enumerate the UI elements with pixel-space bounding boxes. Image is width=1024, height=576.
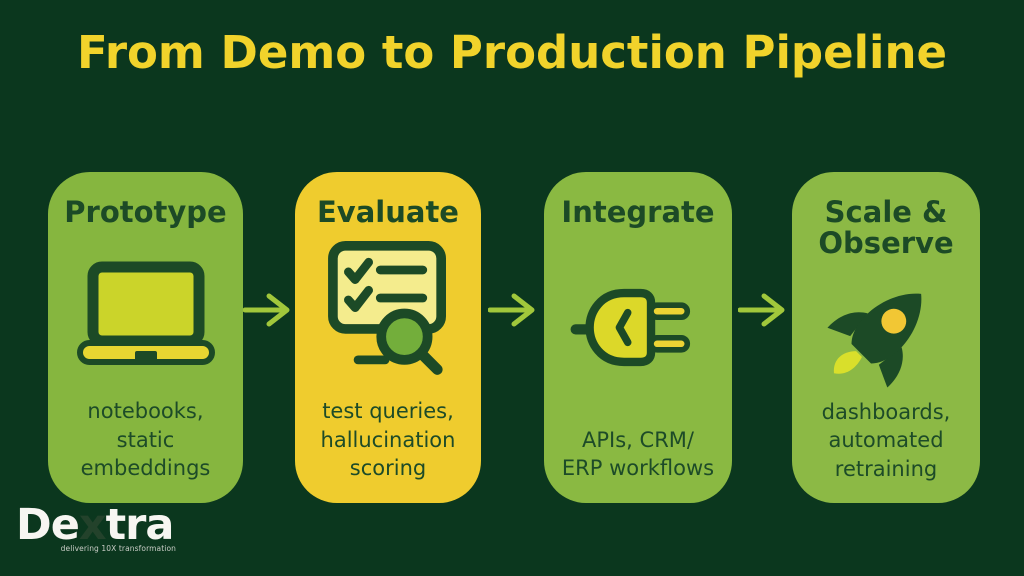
step-title: Prototype bbox=[64, 195, 227, 229]
checklist-magnifier-icon bbox=[328, 241, 447, 376]
brand-logo-wordmark: Dextra bbox=[16, 500, 176, 550]
step-description: APIs, CRM/ ERP workflows bbox=[561, 427, 715, 481]
step-description: dashboards, automated retraining bbox=[821, 399, 951, 481]
step-card-integrate: Integrate APIs, CRM/ ERP workflows bbox=[544, 172, 732, 503]
step-description: test queries, hallucination scoring bbox=[320, 399, 456, 481]
step-title: Evaluate bbox=[317, 195, 459, 229]
step-title: Integrate bbox=[561, 195, 715, 229]
step-card-prototype: Prototype notebooks, static embeddings bbox=[48, 172, 243, 503]
step-icon-wrap bbox=[325, 228, 451, 397]
arrow-right-icon bbox=[488, 293, 535, 327]
page-title: From Demo to Production Pipeline bbox=[76, 26, 948, 79]
brand-tagline: delivering 10X transformation bbox=[60, 544, 176, 554]
brand-logo: Dextra delivering 10X transformation bbox=[16, 500, 176, 554]
step-title: Scale & Observe bbox=[818, 195, 954, 261]
logo-text-de: De bbox=[16, 500, 80, 550]
plug-icon bbox=[570, 288, 691, 366]
step-icon-wrap bbox=[568, 228, 708, 426]
step-card-scale-observe: Scale & Observe dashboards, automated re… bbox=[792, 172, 980, 503]
step-card-evaluate: Evaluate test queries, hallucination sco… bbox=[295, 172, 481, 503]
step-icon-wrap bbox=[817, 260, 955, 398]
laptop-icon bbox=[76, 261, 215, 365]
arrow-right-icon bbox=[738, 293, 785, 327]
logo-x-glyph: x bbox=[78, 500, 107, 550]
arrow-right-icon bbox=[243, 293, 290, 327]
rocket-icon bbox=[827, 293, 922, 388]
step-description: notebooks, static embeddings bbox=[80, 399, 211, 481]
logo-text-tra: tra bbox=[105, 500, 175, 550]
step-icon-wrap bbox=[76, 228, 216, 397]
